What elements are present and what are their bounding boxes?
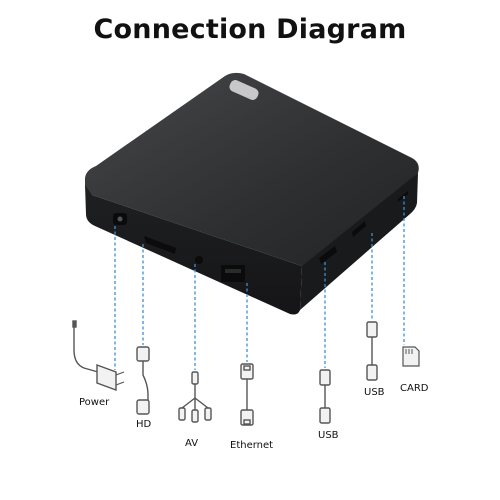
label-usb-side: USB [364, 387, 385, 398]
usb-cable-icon-front [319, 369, 331, 424]
device-logo [229, 80, 259, 100]
device-top-surface [85, 72, 419, 266]
av-port [195, 256, 203, 264]
guide-lines [114, 196, 405, 370]
ethernet-port [221, 265, 245, 282]
hdmi-port [144, 236, 176, 254]
card-slot [398, 191, 408, 202]
ethernet-cable-icon [240, 363, 254, 426]
label-usb-front: USB [318, 430, 339, 441]
ethernet-port-contacts [225, 269, 241, 273]
device-right-side [300, 173, 418, 310]
diagram-title: Connection Diagram [93, 14, 407, 45]
label-hd: HD [136, 419, 152, 430]
label-ethernet: Ethernet [230, 440, 274, 451]
usb-cable-icon-side [366, 321, 378, 381]
label-av: AV [185, 438, 199, 449]
sd-card-icon [402, 346, 420, 367]
tv-box-device [85, 72, 419, 315]
hdmi-cable-icon [136, 346, 150, 415]
av-cable-icon [178, 371, 212, 423]
power-adapter-icon [72, 320, 125, 392]
usb-port-side [352, 221, 366, 237]
usb-port-front [319, 246, 337, 264]
label-card: CARD [400, 383, 429, 394]
device-left-side [85, 185, 302, 315]
power-port-pin [117, 216, 123, 222]
label-power: Power [79, 397, 110, 408]
